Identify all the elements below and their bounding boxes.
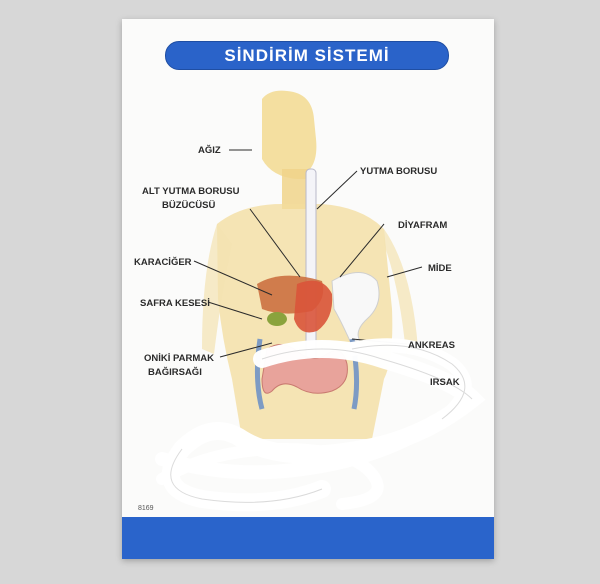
- label-alt-yutma-1: ALT YUTMA BORUSU: [142, 186, 240, 197]
- label-alt-yutma-2: BÜZÜCÜSÜ: [162, 200, 216, 211]
- anatomy-illustration: [155, 90, 486, 512]
- title-banner: SİNDİRİM SİSTEMİ: [165, 41, 449, 70]
- label-yutma-borusu: YUTMA BORUSU: [360, 166, 438, 177]
- product-card: SİNDİRİM SİSTEMİ AĞIZ YUTMA BORUSU ALT Y…: [122, 19, 494, 559]
- label-oniki-2: BAĞIRSAĞI: [148, 367, 202, 378]
- page-title: SİNDİRİM SİSTEMİ: [224, 45, 390, 65]
- label-oniki-1: ONİKİ PARMAK: [144, 353, 215, 364]
- label-mide: MİDE: [428, 263, 452, 274]
- bottom-band: [122, 517, 494, 559]
- label-barsak: IRSAK: [430, 377, 460, 388]
- label-karaciger: KARACİĞER: [134, 257, 192, 268]
- label-safra-kesesi: SAFRA KESESİ: [140, 298, 210, 309]
- label-pankreas: ANKREAS: [408, 340, 455, 351]
- label-diyafram: DİYAFRAM: [398, 220, 448, 231]
- product-code: 8169: [138, 505, 154, 512]
- label-agiz: AĞIZ: [198, 145, 221, 156]
